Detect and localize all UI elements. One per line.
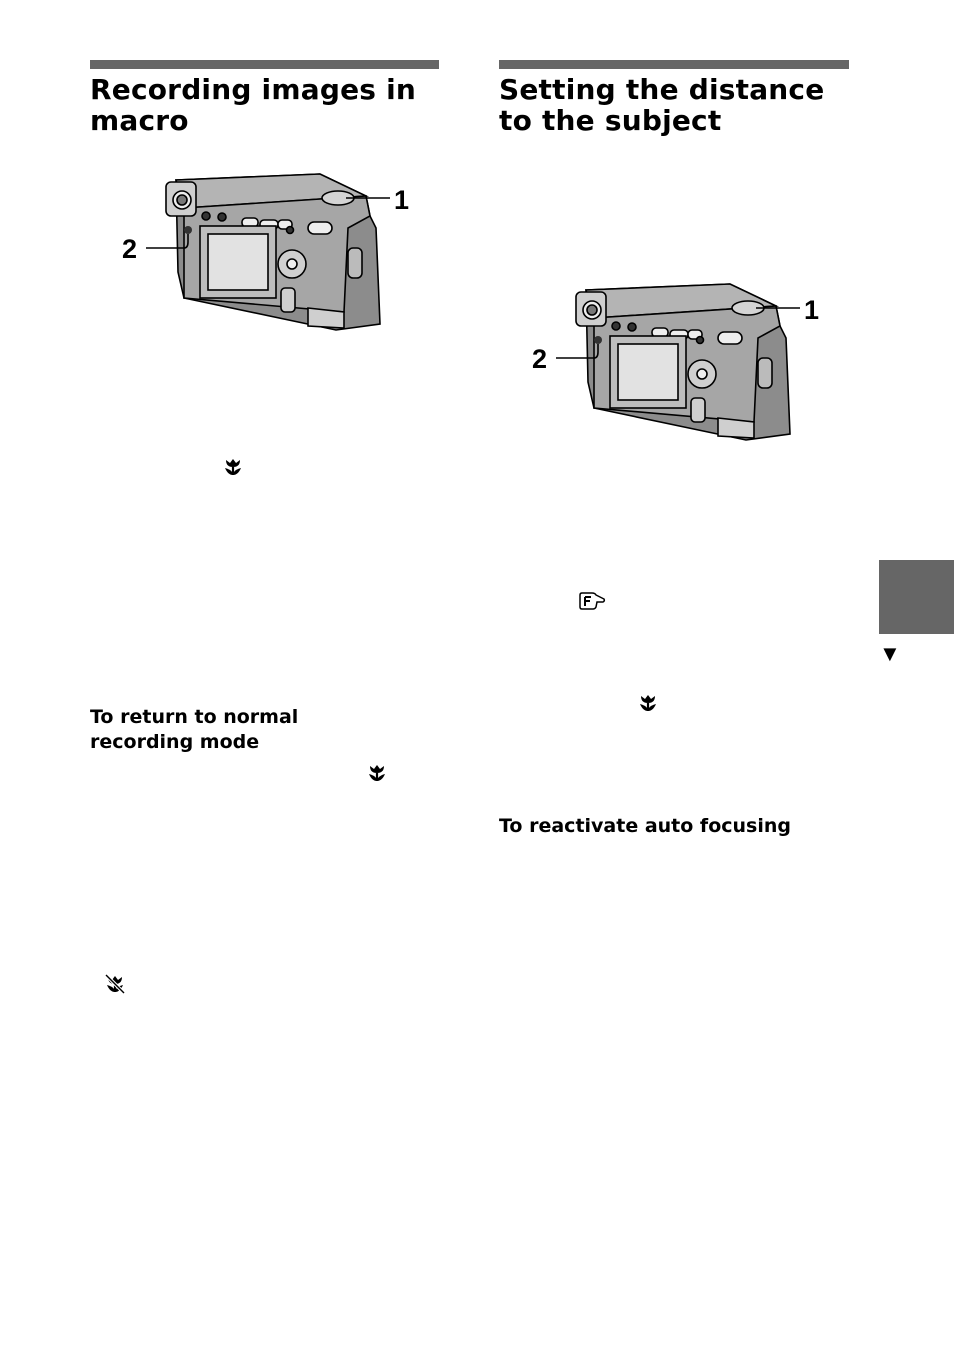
right-page-title: Setting the distance to the subject bbox=[499, 73, 825, 137]
focus-preset-icon bbox=[579, 592, 606, 610]
next-page-arrow-icon: ▼ bbox=[879, 641, 901, 666]
right-callout-1: 1 bbox=[804, 295, 819, 325]
macro-icon bbox=[225, 459, 241, 475]
left-callout-2: 2 bbox=[122, 234, 137, 264]
macro-icon bbox=[640, 695, 656, 711]
right-callout-2: 2 bbox=[532, 344, 547, 374]
left-heading-rule bbox=[90, 60, 439, 69]
macro-icon bbox=[369, 765, 385, 781]
right-camera-figure: 1 2 bbox=[532, 283, 819, 441]
section-side-tab bbox=[879, 560, 954, 634]
left-callout-1: 1 bbox=[394, 185, 409, 215]
left-subhead: To return to normal recording mode bbox=[90, 706, 299, 753]
macro-off-icon bbox=[104, 973, 126, 995]
right-heading-rule bbox=[499, 60, 849, 69]
left-camera-figure: 1 2 bbox=[122, 173, 409, 331]
left-page-title: Recording images in macro bbox=[90, 73, 417, 137]
right-subhead: To reactivate auto focusing bbox=[499, 815, 791, 837]
